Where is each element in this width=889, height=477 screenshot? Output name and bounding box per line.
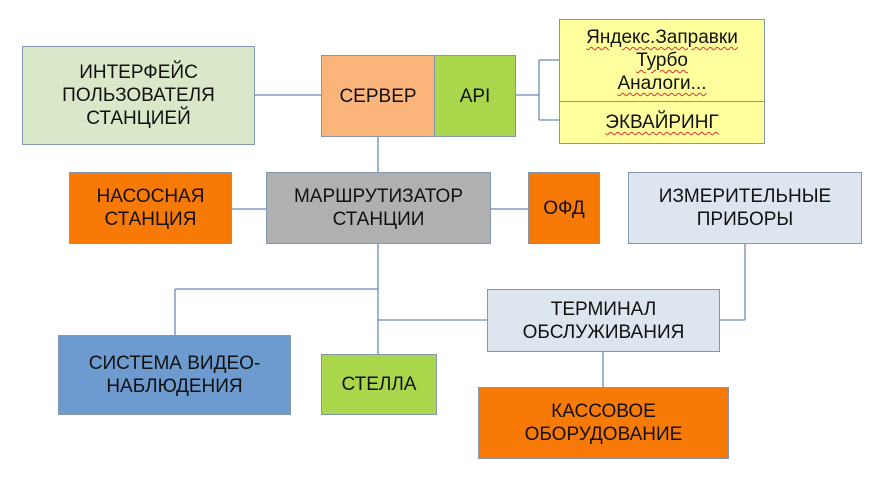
partner-turbo-label: Турбо: [636, 50, 688, 71]
video-surveillance-box: СИСТЕМА ВИДЕО- НАБЛЮДЕНИЯ: [58, 335, 291, 415]
stella-label: СТЕЛЛА: [341, 374, 417, 395]
api-label: API: [459, 85, 491, 107]
api-box: API: [434, 55, 516, 137]
ofd-box: ОФД: [528, 172, 600, 244]
partner-analogs-label: Аналоги...: [617, 73, 707, 94]
partner-yandex-label: Яндекс.Заправки: [586, 27, 738, 48]
acquiring-label: ЭКВАЙРИНГ: [605, 112, 719, 133]
service-terminal-box: ТЕРМИНАЛ ОБСЛУЖИВАНИЯ: [487, 289, 720, 352]
stella-box: СТЕЛЛА: [321, 354, 437, 415]
user-interface-label: ИНТЕРФЕЙС ПОЛЬЗОВАТЕЛЯ СТАНЦИЕЙ: [62, 62, 215, 129]
measuring-devices-label: ИЗМЕРИТЕЛЬНЫЕ ПРИБОРЫ: [658, 186, 832, 230]
user-interface-box: ИНТЕРФЕЙС ПОЛЬЗОВАТЕЛЯ СТАНЦИЕЙ: [22, 46, 255, 145]
cash-equipment-label: КАССОВОЕ ОБОРУДОВАНИЕ: [524, 401, 683, 445]
pump-station-box: НАСОСНАЯ СТАНЦИЯ: [69, 172, 232, 244]
router-label: МАРШРУТИЗАТОР СТАНЦИИ: [293, 186, 464, 230]
server-label: СЕРВЕР: [339, 85, 417, 107]
cash-equipment-box: КАССОВОЕ ОБОРУДОВАНИЕ: [478, 387, 729, 459]
partners-box: Яндекс.Заправки Турбо Аналоги...: [559, 19, 765, 102]
service-terminal-label: ТЕРМИНАЛ ОБСЛУЖИВАНИЯ: [522, 298, 685, 343]
pump-station-label: НАСОСНАЯ СТАНЦИЯ: [96, 186, 205, 230]
router-box: МАРШРУТИЗАТОР СТАНЦИИ: [266, 172, 491, 244]
server-box: СЕРВЕР: [321, 55, 435, 137]
video-surveillance-label: СИСТЕМА ВИДЕО- НАБЛЮДЕНИЯ: [88, 353, 261, 397]
ofd-label: ОФД: [543, 197, 585, 219]
acquiring-box: ЭКВАЙРИНГ: [559, 101, 765, 144]
measuring-devices-box: ИЗМЕРИТЕЛЬНЫЕ ПРИБОРЫ: [628, 172, 862, 244]
